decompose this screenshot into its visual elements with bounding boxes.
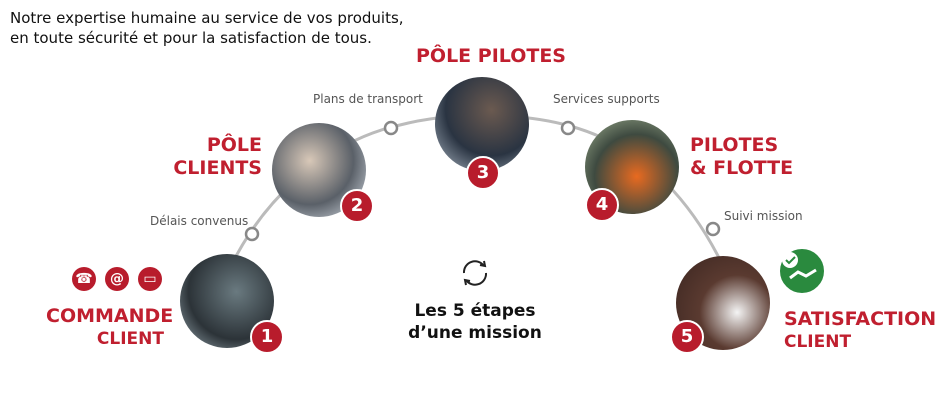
- intro-line: Notre expertise humaine au service de vo…: [10, 9, 404, 27]
- connector-label: Délais convenus: [150, 214, 249, 228]
- step-4-badge: 4: [585, 188, 619, 222]
- connector-dot: [383, 120, 399, 136]
- title-line: CLIENT: [96, 329, 164, 349]
- connector-dot: [705, 221, 721, 237]
- title-line: PILOTES: [690, 134, 779, 156]
- cycle-icon: [462, 260, 488, 286]
- title-line: COMMANDE: [46, 305, 174, 327]
- step-3-title: PÔLE PILOTES: [416, 45, 566, 67]
- handshake-check-icon: [778, 247, 826, 295]
- connector-label: Plans de transport: [313, 92, 423, 106]
- step-3-photo: [435, 77, 529, 171]
- email-icon: @: [105, 267, 129, 291]
- step-1-title: COMMANDE CLIENT: [46, 305, 174, 351]
- title-line: CLIENT: [784, 332, 852, 352]
- connector-label: Services supports: [553, 92, 660, 106]
- caption-line: Les 5 étapes: [414, 301, 536, 321]
- title-line: CLIENTS: [173, 157, 262, 179]
- step-2-title: PÔLE CLIENTS: [170, 134, 262, 180]
- step-5-badge: 5: [670, 320, 704, 354]
- step-1-badge: 1: [250, 320, 284, 354]
- connector-dot: [244, 226, 260, 242]
- connector-dot: [560, 120, 576, 136]
- step-4-title: PILOTES & FLOTTE: [690, 134, 793, 180]
- caption-line: d’une mission: [408, 323, 542, 343]
- phone-icon: ☎: [72, 267, 96, 291]
- intro-line: en toute sécurité et pour la satisfactio…: [10, 29, 372, 47]
- web-order-icon: ▭: [138, 267, 162, 291]
- connector-label: Suivi mission: [724, 209, 803, 223]
- intro-text: Notre expertise humaine au service de vo…: [10, 8, 404, 48]
- step-3-badge: 3: [466, 156, 500, 190]
- step-2-badge: 2: [340, 189, 374, 223]
- step-5-title: SATISFACTION CLIENT: [784, 308, 936, 354]
- center-caption: Les 5 étapes d’une mission: [400, 300, 550, 344]
- title-line: & FLOTTE: [690, 157, 794, 179]
- title-line: PÔLE: [206, 134, 262, 156]
- title-line: SATISFACTION: [784, 308, 937, 330]
